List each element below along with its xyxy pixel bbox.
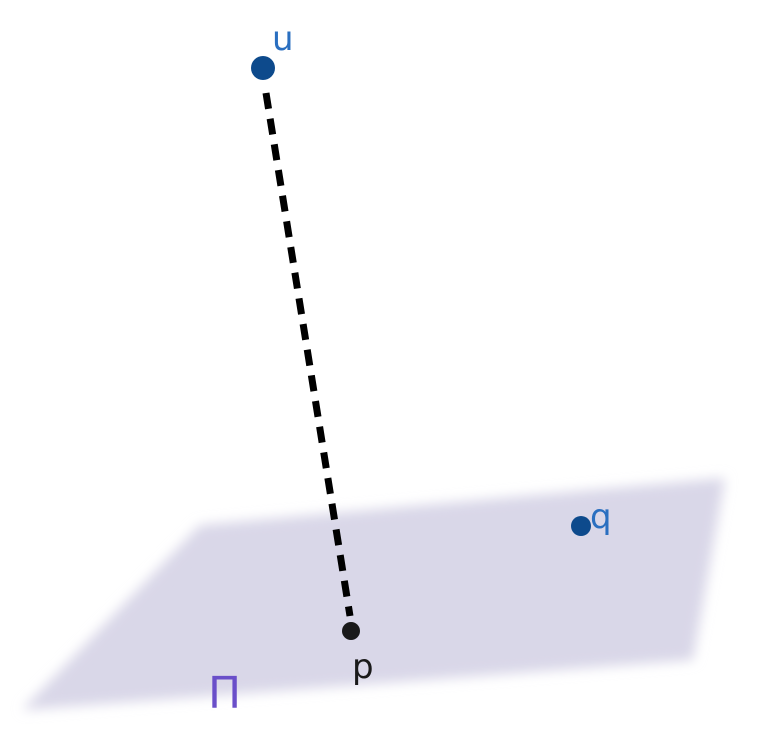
dashed-segment-u-p: [262, 92, 354, 617]
plane: [22, 478, 725, 710]
point-p: [342, 622, 360, 640]
plane-core: [62, 494, 708, 694]
point-q: [571, 516, 591, 536]
plane-label: Π: [208, 668, 241, 719]
point-q-label: q: [590, 497, 612, 537]
point-u: [251, 56, 275, 80]
point-p-label: p: [352, 647, 374, 687]
point-u-label: u: [272, 19, 294, 59]
